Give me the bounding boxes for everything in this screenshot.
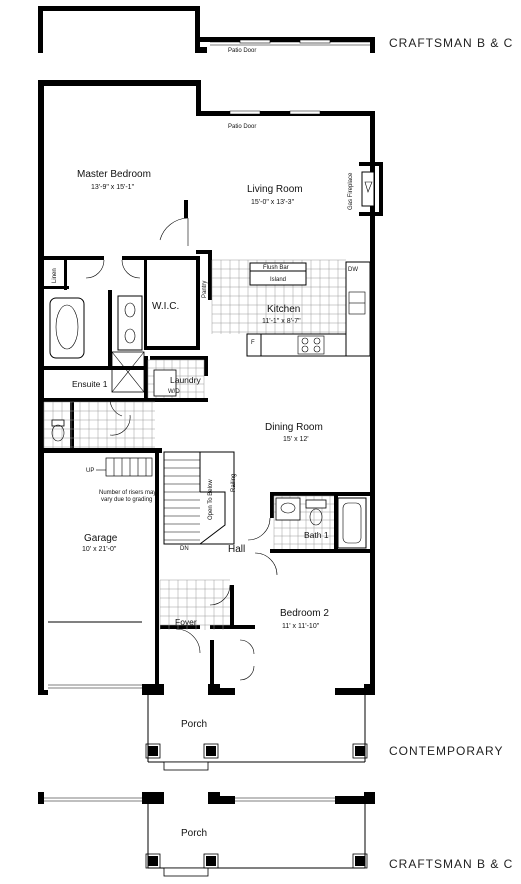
patio-door-label-living: Patio Door [228,124,256,130]
craftsman-front-bottom [38,792,375,877]
railing-label: Railing [231,474,237,492]
bath1-toilet [305,499,327,526]
kitchen-counter [246,261,371,357]
gas-fireplace-label: Gas Fireplace [348,172,354,210]
contemporary-porch [145,695,368,771]
variant-label-bottom: CRAFTSMAN B & C [389,857,513,871]
variant-label-top: CRAFTSMAN B & C [389,36,513,50]
garage-up-label: UP [86,468,94,474]
interior-walls [44,200,370,688]
living-room-name: Living Room [247,184,303,195]
ensuite-vanity [117,295,143,351]
island-label: Island [270,277,286,283]
bedroom2-dims: 11' x 11'-10" [282,623,320,630]
bedroom2-name: Bedroom 2 [280,608,329,619]
kitchen-dims: 11'-1" x 8'-7" [262,318,301,325]
dining-room-name: Dining Room [265,422,323,433]
flush-bar-label: Flush Bar [263,265,289,271]
ensuite-toilet [51,419,65,442]
gas-fireplace [359,162,383,216]
ensuite-tile [43,401,155,448]
foyer-name: Foyer [175,617,197,627]
bath1-tub [337,497,367,549]
garage-name: Garage [84,533,118,544]
foyer-tile [159,579,230,630]
staircase [163,451,235,545]
stair-down-label: DN [180,546,189,552]
porch-label-craftsman: Porch [181,828,207,839]
risers-note-line1: Number of risers may [99,490,156,496]
porch-label-contemporary: Porch [181,719,207,730]
kitchen-island [249,262,307,286]
living-room-dims: 15'-0" x 13'-3" [251,199,295,206]
soaker-tub [49,297,85,359]
risers-note-line2: vary due to grading [101,497,152,503]
bath1-name: Bath 1 [304,530,329,540]
garage-steps [96,457,153,477]
ensuite-shower [111,351,145,393]
wic-name: W.I.C. [152,301,179,312]
master-bedroom-name: Master Bedroom [77,169,151,180]
pantry-label: Pantry [202,281,208,298]
master-bedroom-dims: 13'-9" x 15'-1" [91,184,135,191]
craftsman-rear-top [38,6,375,53]
dishwasher-label: DW [348,267,358,273]
hall-name: Hall [228,544,245,555]
patio-door-label-top: Patio Door [228,48,256,54]
ensuite-name: Ensuite 1 [72,379,108,389]
garage-dims: 10' x 21'-0" [82,546,117,553]
open-to-below-label: Open To Below [208,479,214,520]
wd-label: W/D [168,389,180,395]
kitchen-name: Kitchen [267,304,300,315]
variant-label-middle: CONTEMPORARY [389,744,503,758]
linen-label: Linen [52,268,58,283]
fridge-label: F [251,340,255,346]
laundry-name: Laundry [170,375,201,385]
dining-room-dims: 15' x 12' [283,436,309,443]
bath1-vanity [275,497,301,521]
exterior-walls [38,80,375,695]
door-swings [85,217,278,681]
washer-dryer [153,369,177,397]
garage-door [48,621,142,689]
